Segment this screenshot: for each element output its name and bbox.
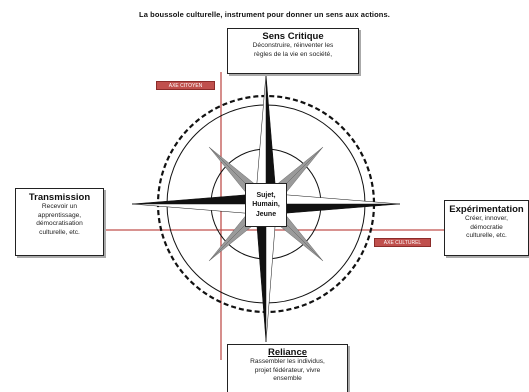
- box-desc-line: ensemble: [273, 375, 302, 383]
- box-desc-line: Créer, innover,: [465, 215, 508, 222]
- axis-label-citizen: AXE CITOYEN: [156, 81, 215, 90]
- box-desc-line: Déconstruire, réinventer les: [252, 42, 334, 49]
- center-line: Jeune: [255, 210, 277, 218]
- box-sens-critique: Sens Critique Déconstruire, réinventer l…: [227, 28, 359, 74]
- diagram-title: La boussole culturelle, instrument pour …: [139, 10, 390, 19]
- box-heading: Sens Critique: [262, 31, 324, 42]
- center-box: Sujet, Humain, Jeune: [245, 183, 287, 227]
- box-desc-line: Recevoir un: [41, 203, 78, 210]
- box-transmission: Transmission Recevoir un apprentissage, …: [15, 188, 104, 256]
- box-desc-line: culturelle, etc.: [39, 228, 80, 236]
- box-desc-line: règles de la vie en société,: [253, 50, 333, 58]
- center-line: Humain,: [252, 201, 280, 209]
- box-reliance: Reliance Rassembler les individus, proje…: [227, 344, 348, 392]
- box-desc-line: culturelle, etc.: [466, 232, 507, 240]
- box-heading: Transmission: [28, 192, 91, 203]
- center-line: Sujet,: [256, 191, 276, 199]
- box-heading: Reliance: [267, 347, 308, 358]
- box-desc-line: démocratisation: [36, 220, 83, 228]
- cardinal-star: [131, 73, 401, 343]
- box-desc-line: démocratie: [470, 223, 503, 231]
- box-experimentation: Expérimentation Créer, innover, démocrat…: [444, 200, 529, 256]
- box-heading: Expérimentation: [449, 204, 524, 215]
- box-desc-line: Rassembler les individus,: [250, 358, 325, 365]
- box-desc-line: projet fédérateur, vivre: [254, 366, 321, 374]
- box-desc-line: apprentissage,: [37, 211, 82, 219]
- axis-label-cultural: AXE CULTUREL: [374, 238, 431, 247]
